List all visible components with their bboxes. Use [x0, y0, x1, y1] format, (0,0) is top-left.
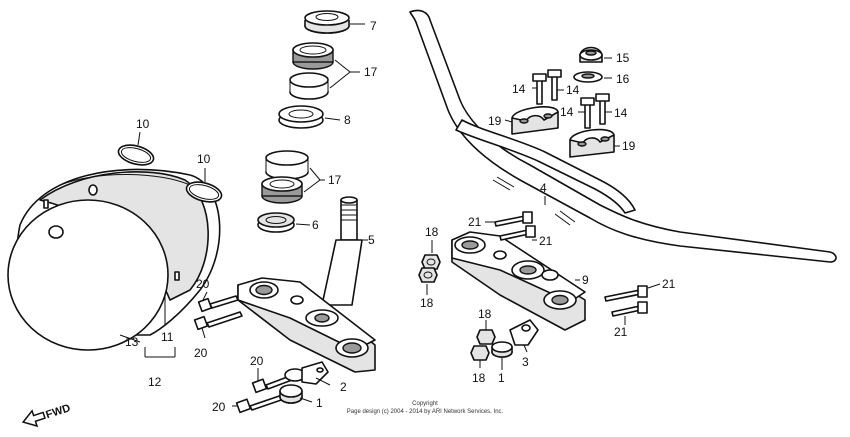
- callout-21-c: 21: [662, 277, 676, 291]
- lower-triple-clamp: [237, 277, 376, 373]
- holder-collars-left: [279, 361, 331, 404]
- callout-6: 6: [312, 218, 319, 232]
- handlebar: [409, 9, 837, 263]
- callout-14-d: 14: [614, 106, 628, 120]
- lower-bearing: [261, 150, 325, 204]
- forward-arrow: FWD: [21, 402, 72, 428]
- callout-5: 5: [368, 233, 375, 247]
- upper-triple-clamp: [451, 231, 586, 331]
- callout-11: 11: [161, 330, 174, 344]
- o-ring-lower: [185, 168, 223, 203]
- callout-14-c: 14: [560, 105, 574, 119]
- callout-18-b: 18: [420, 296, 434, 310]
- headlight: [7, 168, 221, 358]
- callout-17-upper: 17: [364, 65, 378, 79]
- upper-race: [278, 105, 341, 129]
- callout-7: 7: [370, 19, 377, 33]
- callout-21-b: 21: [539, 234, 553, 248]
- steering-stem: [321, 196, 368, 306]
- callout-1-right: 1: [498, 371, 505, 385]
- callout-2: 2: [340, 380, 347, 394]
- callout-20-middle: 20: [194, 346, 208, 360]
- callout-19-left: 19: [488, 114, 502, 128]
- callout-20-upper: 20: [196, 277, 210, 291]
- steering-stem-nut: [304, 10, 365, 34]
- callout-18-a: 18: [425, 225, 439, 239]
- clamp-bolts-right: [485, 211, 661, 325]
- callout-8: 8: [344, 113, 351, 127]
- callout-10-lower: 10: [197, 152, 211, 166]
- handlebar-clamp-parts: [504, 46, 620, 158]
- callout-9: 9: [582, 273, 589, 287]
- callout-12: 12: [148, 375, 162, 389]
- copyright-title: Copyright: [412, 401, 438, 407]
- callout-13: 13: [125, 335, 139, 349]
- fwd-label: FWD: [44, 402, 72, 421]
- callout-15: 15: [616, 51, 630, 65]
- callout-16: 16: [616, 72, 630, 86]
- callout-1-left: 1: [316, 396, 323, 410]
- callout-20-bottom: 20: [212, 400, 226, 414]
- callout-14-b: 14: [566, 83, 580, 97]
- callout-18-d: 18: [472, 371, 486, 385]
- o-ring-upper: [117, 131, 155, 166]
- callout-14-a: 14: [512, 82, 526, 96]
- callout-17-lower: 17: [328, 173, 342, 187]
- callout-4: 4: [540, 181, 547, 195]
- callout-3: 3: [522, 355, 529, 369]
- callout-21-a: 21: [468, 215, 482, 229]
- holder-collars-right: [470, 319, 539, 370]
- callout-10-upper: 10: [136, 117, 150, 131]
- upper-bearing: [289, 42, 360, 100]
- callout-19-right: 19: [622, 139, 636, 153]
- nuts-left: [418, 240, 441, 295]
- copyright-line: Page design (c) 2004 - 2014 by ARI Netwo…: [347, 409, 504, 415]
- callout-21-d: 21: [614, 325, 628, 339]
- callout-20-lower: 20: [250, 354, 264, 368]
- dust-seal: [257, 212, 311, 233]
- callout-18-c: 18: [478, 307, 492, 321]
- pinch-bolts-left: [193, 291, 293, 414]
